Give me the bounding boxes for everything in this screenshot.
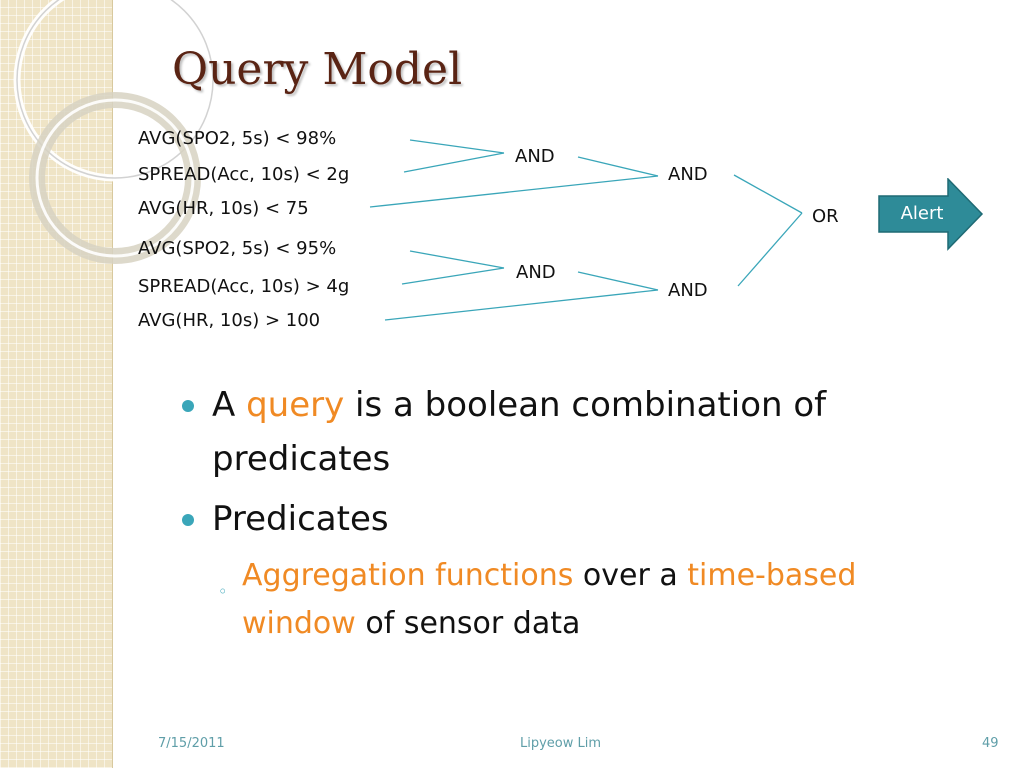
- predicate-2: SPREAD(Acc, 10s) < 2g: [138, 164, 350, 185]
- gate-and-2: AND: [668, 164, 708, 185]
- connector-p4-and3: [409, 250, 505, 269]
- connector-p5-and3: [401, 267, 505, 285]
- bullet-list: A query is a boolean combination of pred…: [180, 378, 960, 648]
- bullet-query-definition: A query is a boolean combination of pred…: [180, 378, 960, 486]
- connector-and3-and4: [577, 271, 659, 291]
- sub-bullet-highlight-2: time-based window: [242, 558, 857, 641]
- sub-bullet-ring-icon: ◦: [218, 582, 228, 601]
- predicate-3: AVG(HR, 10s) < 75: [138, 198, 309, 219]
- footer-author: Lipyeow Lim: [520, 736, 602, 751]
- connector-and1-and2: [577, 156, 659, 177]
- gate-and-4: AND: [668, 280, 708, 301]
- predicate-5: SPREAD(Acc, 10s) > 4g: [138, 276, 350, 297]
- sub-bullet-highlight-1: Aggregation functions: [242, 558, 574, 593]
- connector-p2-and1: [403, 152, 505, 173]
- alert-arrow-icon: [878, 178, 984, 251]
- predicate-6: AVG(HR, 10s) > 100: [138, 310, 321, 331]
- connector-and4-or: [737, 212, 803, 287]
- sub-bullet-text-mid: over a: [573, 558, 688, 593]
- predicate-4: AVG(SPO2, 5s) < 95%: [138, 238, 337, 259]
- bullet-1-highlight: query: [246, 385, 345, 425]
- bullet-1-text-start: A: [212, 385, 247, 425]
- sub-bullet-text-end: of sensor data: [355, 606, 581, 641]
- bullet-dot-icon: [182, 400, 194, 412]
- gate-and-3: AND: [516, 262, 556, 283]
- connector-p3-and2: [369, 175, 659, 208]
- footer-date: 7/15/2011: [158, 736, 225, 751]
- slide-title: Query Model: [172, 44, 463, 95]
- connector-p6-and4: [384, 289, 659, 321]
- bullet-predicates: Predicates: [180, 492, 960, 546]
- alert-label: Alert: [900, 203, 944, 224]
- gate-and-1: AND: [515, 146, 555, 167]
- predicate-1: AVG(SPO2, 5s) < 98%: [138, 128, 337, 149]
- footer-page-number: 49: [982, 736, 999, 751]
- sub-bullet-aggregation: ◦ Aggregation functions over a time-base…: [180, 552, 960, 648]
- bullet-1-text-end: is a boolean combination of predicates: [212, 385, 827, 479]
- connector-p1-and1: [409, 139, 505, 154]
- gate-or: OR: [812, 206, 839, 227]
- bullet-dot-icon: [182, 514, 194, 526]
- connector-and2-or: [733, 174, 803, 214]
- bullet-2-text: Predicates: [212, 499, 389, 539]
